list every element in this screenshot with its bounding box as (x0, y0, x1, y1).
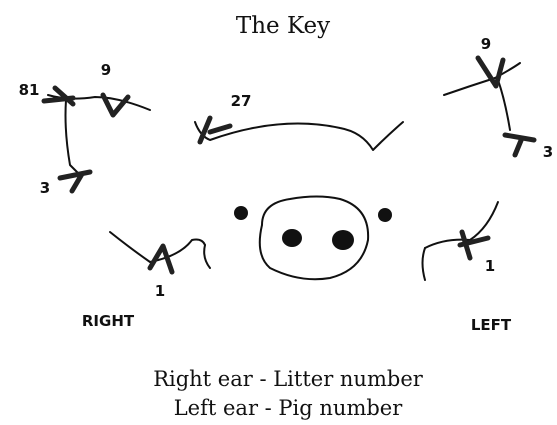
notch-label-27: 27 (231, 92, 252, 110)
legend-right-ear: Right ear - Litter number (153, 367, 424, 391)
notch-label-81: 81 (19, 81, 40, 99)
right-ear-side-edge (64, 99, 79, 174)
notch-3-mark-right (57, 169, 93, 194)
notch-9-mark-left (475, 55, 506, 89)
left-nostril (282, 229, 302, 247)
right-ear-top (41, 85, 151, 194)
left-ear-lower-tail (421, 247, 426, 281)
notch-label-1-right: 1 (155, 282, 165, 300)
notch-label-9-left: 9 (481, 35, 491, 53)
notch-81-mark (41, 85, 76, 107)
left-eye (234, 206, 248, 220)
left-ear-lower-edge (424, 201, 499, 249)
right-eye (378, 208, 392, 222)
notch-label-1-left: 1 (485, 257, 495, 275)
left-ear-top-edge (443, 62, 521, 96)
left-ear-side-edge (497, 79, 511, 131)
right-ear-lower-edge (109, 231, 206, 263)
notch-1-mark-right (147, 243, 175, 275)
right-nostril (332, 230, 354, 250)
left-ear-lower (421, 201, 499, 281)
legend-left-ear: Left ear - Pig number (174, 396, 403, 420)
notch-label-3-left: 3 (543, 143, 553, 161)
right-ear-lower-tail (203, 244, 211, 269)
pig-snout (234, 195, 392, 281)
left-side-label: LEFT (471, 316, 512, 334)
right-ear-lower (109, 231, 211, 275)
snout-outline (258, 195, 370, 281)
notch-label-3-right: 3 (40, 179, 50, 197)
notch-3-mark-left (502, 132, 537, 158)
right-side-label: RIGHT (82, 312, 135, 330)
notch-27-mark (197, 115, 233, 145)
diagram-title: The Key (236, 13, 330, 39)
head-top (194, 115, 404, 151)
notch-9-mark-right (100, 92, 131, 118)
left-ear-top (443, 55, 537, 158)
notch-1-mark-left (457, 229, 491, 261)
notch-label-9-right: 9 (101, 61, 111, 79)
head-top-edge (194, 121, 404, 151)
